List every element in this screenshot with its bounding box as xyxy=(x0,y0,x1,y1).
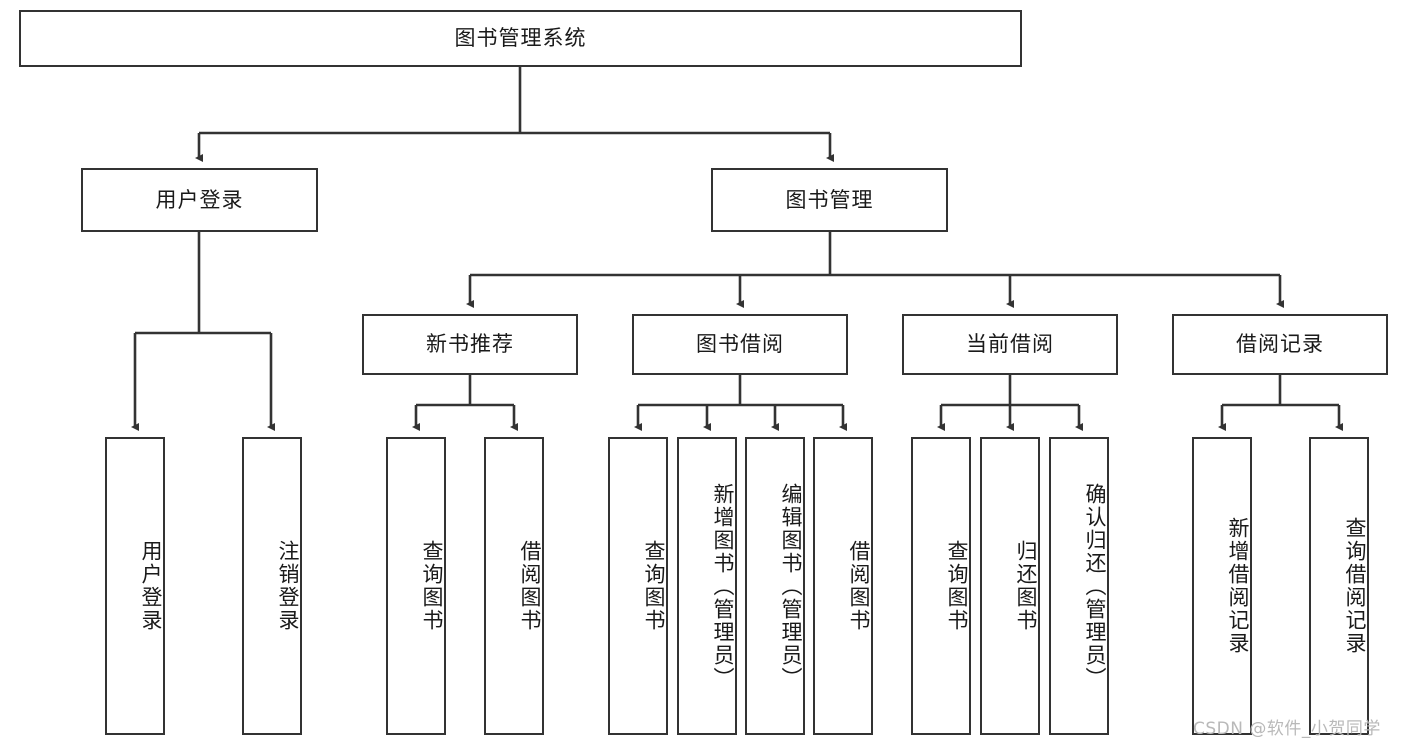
leaf-query-book-1[interactable]: 查询图书 xyxy=(386,437,446,735)
leaf-user-login[interactable]: 用户登录 xyxy=(105,437,165,735)
node-book-borrow-label: 图书借阅 xyxy=(696,332,784,357)
leaf-query-book-2-label: 查询图书 xyxy=(642,540,666,632)
leaf-query-book-3[interactable]: 查询图书 xyxy=(911,437,971,735)
csdn-watermark: CSDN @软件_小贺同学 xyxy=(1193,719,1381,739)
node-root-label: 图书管理系统 xyxy=(454,26,587,51)
leaf-query-book-1-label: 查询图书 xyxy=(420,540,444,632)
node-new-book-rec[interactable]: 新书推荐 xyxy=(362,314,578,375)
leaf-return-book[interactable]: 归还图书 xyxy=(980,437,1040,735)
leaf-borrow-book-1[interactable]: 借阅图书 xyxy=(484,437,544,735)
leaf-edit-book-label: 编辑图书（管理员） xyxy=(779,482,803,690)
node-new-book-rec-label: 新书推荐 xyxy=(426,332,514,357)
node-book-borrow[interactable]: 图书借阅 xyxy=(632,314,848,375)
node-book-manage[interactable]: 图书管理 xyxy=(711,168,948,232)
leaf-query-record-label: 查询借阅记录 xyxy=(1343,517,1367,655)
leaf-add-book[interactable]: 新增图书（管理员） xyxy=(677,437,737,735)
leaf-confirm-return-label: 确认归还（管理员） xyxy=(1083,482,1107,690)
leaf-add-book-label: 新增图书（管理员） xyxy=(711,482,735,690)
leaf-query-book-2[interactable]: 查询图书 xyxy=(608,437,668,735)
leaf-logout-login[interactable]: 注销登录 xyxy=(242,437,302,735)
node-current-borrow-label: 当前借阅 xyxy=(966,332,1054,357)
leaf-logout-login-label: 注销登录 xyxy=(276,540,300,632)
leaf-user-login-label: 用户登录 xyxy=(139,540,163,632)
leaf-add-record-label: 新增借阅记录 xyxy=(1226,517,1250,655)
node-borrow-record[interactable]: 借阅记录 xyxy=(1172,314,1388,375)
leaf-confirm-return[interactable]: 确认归还（管理员） xyxy=(1049,437,1109,735)
leaf-add-record[interactable]: 新增借阅记录 xyxy=(1192,437,1252,735)
node-user-login[interactable]: 用户登录 xyxy=(81,168,318,232)
node-book-manage-label: 图书管理 xyxy=(785,187,874,212)
node-borrow-record-label: 借阅记录 xyxy=(1236,332,1324,357)
leaf-borrow-book-2-label: 借阅图书 xyxy=(847,540,871,632)
leaf-return-book-label: 归还图书 xyxy=(1014,540,1038,632)
leaf-query-book-3-label: 查询图书 xyxy=(945,540,969,632)
node-current-borrow[interactable]: 当前借阅 xyxy=(902,314,1118,375)
node-root[interactable]: 图书管理系统 xyxy=(19,10,1022,67)
node-user-login-label: 用户登录 xyxy=(155,187,244,212)
leaf-borrow-book-2[interactable]: 借阅图书 xyxy=(813,437,873,735)
leaf-query-record[interactable]: 查询借阅记录 xyxy=(1309,437,1369,735)
leaf-edit-book[interactable]: 编辑图书（管理员） xyxy=(745,437,805,735)
leaf-borrow-book-1-label: 借阅图书 xyxy=(518,540,542,632)
